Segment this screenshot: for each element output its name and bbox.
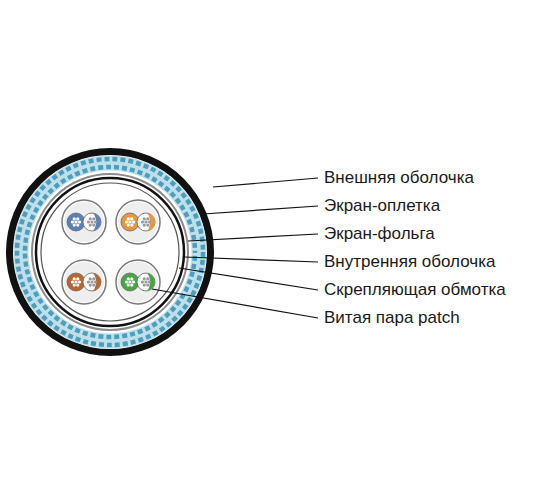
strand: [89, 224, 92, 227]
conductor: [83, 213, 101, 231]
strand: [127, 217, 130, 220]
part-label: Внешняя оболочка: [324, 168, 474, 188]
strand: [141, 220, 144, 223]
strand: [89, 217, 92, 220]
strand: [71, 280, 74, 283]
pair-fill: [118, 202, 158, 242]
strand: [76, 217, 79, 220]
strand: [130, 224, 133, 227]
strand: [128, 280, 131, 283]
strand: [132, 220, 135, 223]
braid-strands: [25, 167, 195, 337]
strand: [146, 224, 149, 227]
strand: [144, 280, 147, 283]
strand: [132, 280, 135, 283]
pair-outline: [62, 200, 106, 244]
conductor: [83, 273, 101, 291]
outer-sheath: [6, 148, 214, 356]
strand: [73, 284, 76, 287]
strand: [144, 220, 147, 223]
strand: [87, 220, 90, 223]
foil-screen: [32, 174, 188, 330]
strand: [90, 220, 93, 223]
pair-fill: [64, 202, 104, 242]
strand: [76, 224, 79, 227]
strand: [92, 284, 95, 287]
strand: [76, 284, 79, 287]
strand: [125, 280, 128, 283]
leader-lines: [152, 178, 318, 318]
part-label: Внутренняя оболочка: [324, 252, 495, 272]
conductor: [121, 273, 139, 291]
strand: [76, 277, 79, 280]
strand: [92, 217, 95, 220]
strand: [127, 277, 130, 280]
strand: [146, 284, 149, 287]
part-label: Витая пара patch: [324, 308, 460, 328]
conductor: [67, 273, 85, 291]
strand: [92, 277, 95, 280]
conductor: [67, 213, 85, 231]
strand: [94, 280, 97, 283]
strand: [73, 217, 76, 220]
strand: [73, 277, 76, 280]
strand: [130, 217, 133, 220]
strand: [74, 220, 77, 223]
part-label: Экран-оплетка: [324, 196, 440, 216]
conductor: [121, 213, 139, 231]
strand: [143, 277, 146, 280]
strand: [78, 280, 81, 283]
strand: [130, 277, 133, 280]
pair-fill: [118, 262, 158, 302]
strand: [87, 280, 90, 283]
pair-outline: [62, 260, 106, 304]
strand: [130, 284, 133, 287]
conductor: [137, 213, 155, 231]
part-label: Экран-фольга: [324, 224, 435, 244]
strand: [94, 220, 97, 223]
strand: [92, 224, 95, 227]
strand: [146, 277, 149, 280]
strand: [71, 220, 74, 223]
strand: [74, 280, 77, 283]
twisted-pairs: [62, 200, 160, 304]
braid-strands: [17, 159, 203, 345]
conductor: [137, 273, 155, 291]
strand: [143, 284, 146, 287]
strand: [89, 284, 92, 287]
binding-tape: [41, 183, 179, 321]
part-label: Скрепляющая обмотка: [324, 280, 506, 300]
pair-outline: [116, 260, 160, 304]
strand: [73, 224, 76, 227]
pair-fill: [64, 262, 104, 302]
strand: [148, 280, 151, 283]
strand: [127, 224, 130, 227]
strand: [127, 284, 130, 287]
strand: [90, 280, 93, 283]
strand: [89, 277, 92, 280]
strand: [143, 217, 146, 220]
strand: [78, 220, 81, 223]
strand: [143, 224, 146, 227]
pair-outline: [116, 200, 160, 244]
strand: [128, 220, 131, 223]
strand: [146, 217, 149, 220]
inner-sheath: [36, 178, 184, 326]
strand: [125, 220, 128, 223]
braid-screen: [21, 163, 199, 341]
strand: [141, 280, 144, 283]
strand: [148, 220, 151, 223]
